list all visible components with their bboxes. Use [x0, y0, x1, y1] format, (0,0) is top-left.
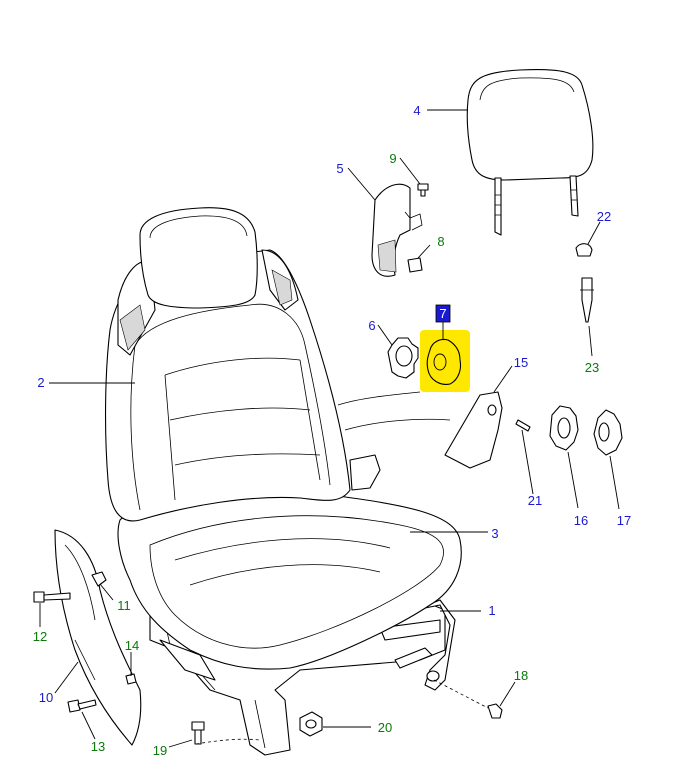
- knob-part-7-highlighted[interactable]: [420, 330, 470, 392]
- label-part-4[interactable]: 4: [413, 103, 420, 118]
- callout-labels: 1 2 3 4 5 6 7 8 9 10 11 12 13 14 15 16 1…: [33, 103, 631, 758]
- label-part-21[interactable]: 21: [528, 493, 542, 508]
- label-part-7[interactable]: 7: [439, 306, 446, 321]
- label-part-8[interactable]: 8: [437, 234, 444, 249]
- guide-part-23[interactable]: [580, 277, 594, 323]
- knob-part-6[interactable]: [387, 337, 419, 379]
- label-part-16[interactable]: 16: [574, 513, 588, 528]
- label-part-1[interactable]: 1: [488, 603, 495, 618]
- knob-part-17[interactable]: [593, 409, 623, 456]
- bolt-part-18[interactable]: [487, 703, 503, 719]
- screw-part-9[interactable]: [417, 183, 429, 197]
- label-part-13[interactable]: 13: [91, 739, 105, 754]
- label-part-5[interactable]: 5: [336, 161, 343, 176]
- label-part-19[interactable]: 19: [153, 743, 167, 758]
- bracket-part-15[interactable]: [444, 391, 503, 469]
- leader-lines: [39, 109, 620, 748]
- label-part-2[interactable]: 2: [37, 375, 44, 390]
- label-part-3[interactable]: 3: [491, 526, 498, 541]
- label-part-6[interactable]: 6: [368, 318, 375, 333]
- nut-part-11[interactable]: [91, 571, 107, 587]
- label-part-20[interactable]: 20: [378, 720, 392, 735]
- pin-part-21[interactable]: [515, 419, 531, 432]
- seat-assembly[interactable]: [104, 207, 462, 756]
- knob-part-16[interactable]: [549, 405, 579, 451]
- bolt-part-12[interactable]: [33, 591, 71, 603]
- bolt-part-19[interactable]: [191, 721, 205, 745]
- bolt-part-13[interactable]: [67, 699, 97, 713]
- nut-part-20[interactable]: [299, 711, 323, 737]
- label-part-18[interactable]: 18: [514, 668, 528, 683]
- selected-part-box: [435, 304, 451, 323]
- label-part-9[interactable]: 9: [389, 151, 396, 166]
- label-part-17[interactable]: 17: [617, 513, 631, 528]
- label-part-11[interactable]: 11: [117, 598, 131, 613]
- label-part-22[interactable]: 22: [597, 209, 611, 224]
- trim-cover[interactable]: [371, 183, 411, 277]
- label-part-15[interactable]: 15: [514, 355, 528, 370]
- cap-part-22[interactable]: [575, 243, 593, 257]
- headrest[interactable]: [466, 69, 594, 236]
- label-part-12[interactable]: 12: [33, 629, 47, 644]
- clip-part-8[interactable]: [404, 211, 423, 273]
- label-part-23[interactable]: 23: [585, 360, 599, 375]
- label-part-14[interactable]: 14: [125, 638, 139, 653]
- label-part-10[interactable]: 10: [39, 690, 53, 705]
